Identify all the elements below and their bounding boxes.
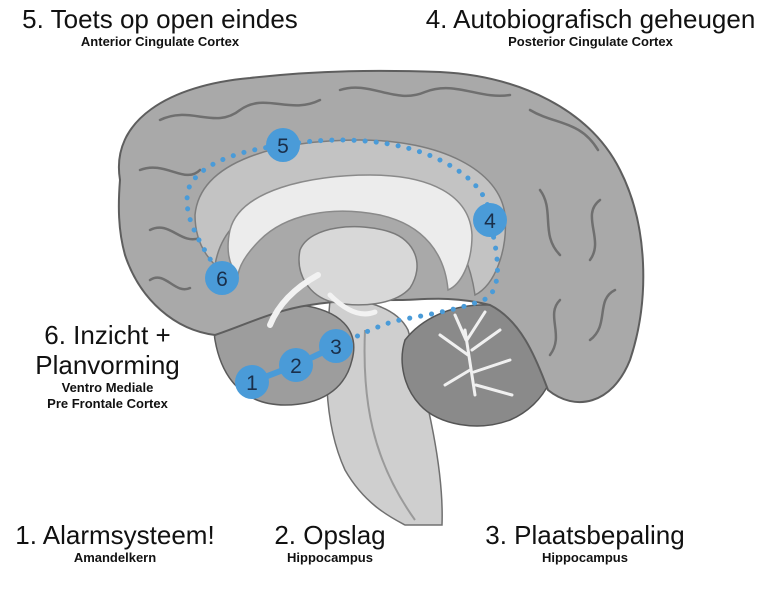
label-2-subtitle: Hippocampus	[287, 550, 373, 565]
marker-6: 6	[205, 261, 239, 295]
marker-5-label: 5	[277, 135, 289, 158]
label-1-title: 1. Alarmsysteem!	[15, 520, 215, 550]
marker-1: 1	[235, 365, 269, 399]
label-4-subtitle: Posterior Cingulate Cortex	[508, 34, 673, 49]
label-6-subtitle-line2: Pre Frontale Cortex	[47, 396, 168, 411]
brainstem-ridge	[363, 329, 416, 521]
label-3-subtitle: Hippocampus	[542, 550, 628, 565]
label-6: 6. Inzicht + Planvorming Ventro Mediale …	[10, 320, 205, 412]
marker-2: 2	[279, 348, 313, 382]
corpus-callosum	[227, 174, 473, 292]
label-5-subtitle: Anterior Cingulate Cortex	[80, 34, 240, 49]
label-6-title-line1: 6. Inzicht +	[44, 320, 171, 350]
label-2: 2. Opslag Hippocampus	[255, 520, 405, 566]
cerebellum-tree	[438, 310, 514, 397]
label-6-title-line2: Planvorming	[35, 350, 180, 380]
label-4-title: 4. Autobiografisch geheugen	[425, 4, 756, 34]
label-5-title: 5. Toets op open eindes	[22, 4, 298, 34]
marker-4-label: 4	[484, 210, 496, 233]
marker-6-label: 6	[216, 268, 228, 291]
fornix	[267, 272, 321, 328]
label-1: 1. Alarmsysteem! Amandelkern	[0, 520, 230, 566]
label-6-subtitle-line1: Ventro Mediale	[61, 380, 154, 395]
circuit-path	[184, 137, 500, 349]
optic-area	[327, 292, 378, 317]
marker-3: 3	[319, 329, 353, 363]
marker-2-label: 2	[290, 355, 302, 378]
label-1-subtitle: Amandelkern	[73, 550, 157, 565]
marker-3-label: 3	[330, 336, 342, 359]
gyri-lines	[138, 86, 617, 357]
label-2-title: 2. Opslag	[274, 520, 386, 550]
label-3-title: 3. Plaatsbepaling	[485, 520, 685, 550]
label-5: 5. Toets op open eindes Anterior Cingula…	[0, 4, 320, 50]
label-3: 3. Plaatsbepaling Hippocampus	[470, 520, 700, 566]
marker-4: 4	[473, 203, 507, 237]
marker-1-label: 1	[246, 372, 258, 395]
label-4: 4. Autobiografisch geheugen Posterior Ci…	[418, 4, 763, 50]
thalamus	[298, 225, 418, 306]
marker-5: 5	[266, 128, 300, 162]
